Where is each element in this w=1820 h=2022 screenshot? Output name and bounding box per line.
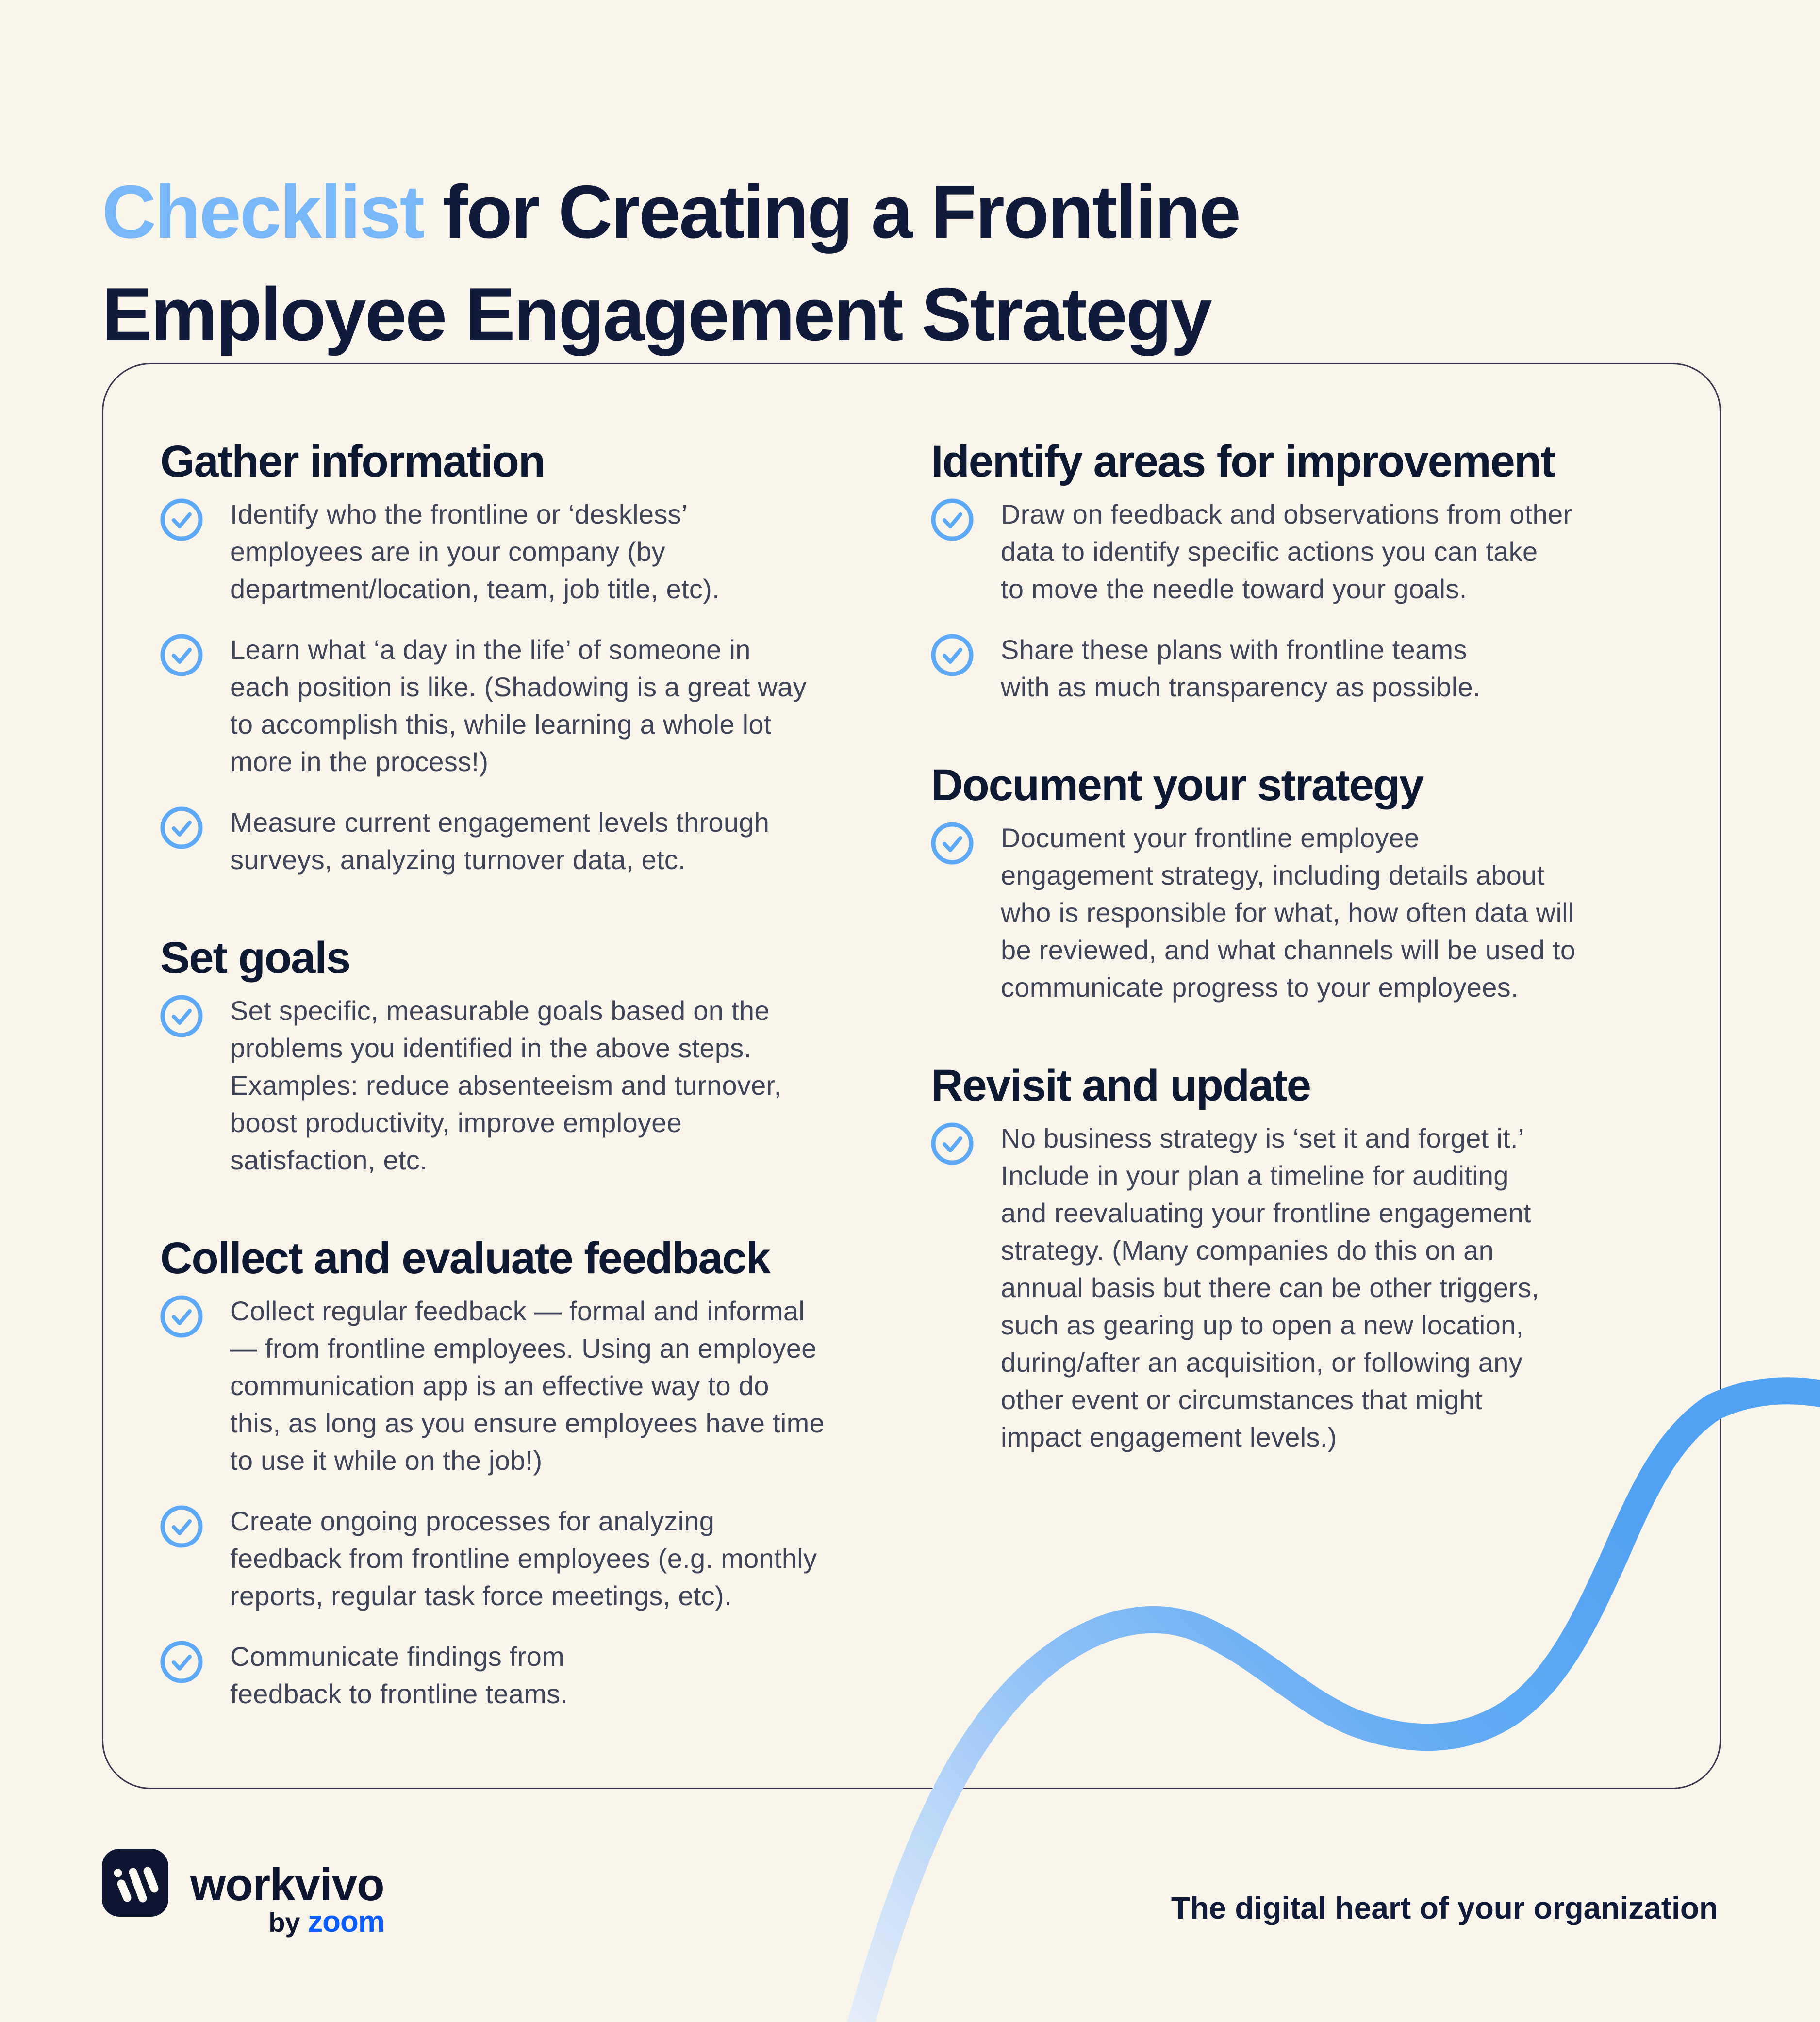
checklist-item-text: Measure current engagement levels throug… (230, 807, 770, 875)
check-circle-icon (931, 498, 974, 541)
title-line1-rest: for Creating a Frontline (423, 169, 1241, 254)
section-set-goals: Set goals Set specific, measurable goals… (160, 936, 888, 1179)
section-identify-improvement: Identify areas for improvement Draw on f… (931, 439, 1688, 706)
check-circle-icon (160, 1295, 203, 1338)
checklist-item: No business strategy is ‘set it and forg… (931, 1122, 1688, 1456)
checklist-item-text: Identify who the frontline or ‘deskless’… (230, 499, 720, 604)
checklist-item-text: Create ongoing processes for analyzing f… (230, 1506, 817, 1611)
checklist-item-text: Set specific, measurable goals based on … (230, 995, 782, 1175)
checklist-item-text: Draw on feedback and observations from o… (1001, 499, 1572, 604)
checklist-item: Share these plans with frontline teams w… (931, 634, 1688, 706)
checklist-column-right: Identify areas for improvement Draw on f… (931, 439, 1688, 1456)
section-document-strategy: Document your strategy Document your fro… (931, 763, 1688, 1006)
checklist-item: Document your frontline employee engagem… (931, 822, 1688, 1006)
workvivo-wordmark: workvivo (190, 1859, 384, 1910)
checklist-item: Create ongoing processes for analyzing f… (160, 1505, 888, 1614)
checklist-item-text: Share these plans with frontline teams w… (1001, 634, 1481, 702)
tagline: The digital heart of your organization (1171, 1890, 1718, 1925)
section-heading: Collect and evaluate feedback (160, 1233, 771, 1283)
checklist-item-text: Learn what ‘a day in the life’ of someon… (230, 634, 807, 777)
section-heading: Identify areas for improvement (931, 437, 1555, 486)
check-circle-icon (160, 634, 203, 676)
checklist-item-text: Communicate findings from feedback to fr… (230, 1641, 568, 1709)
section-heading: Set goals (160, 933, 351, 983)
checklist-column-left: Gather information Identify who the fron… (160, 439, 888, 1712)
section-heading: Revisit and update (931, 1061, 1311, 1110)
section-collect-feedback: Collect and evaluate feedback Collect re… (160, 1236, 888, 1712)
check-circle-icon (160, 498, 203, 541)
check-circle-icon (931, 822, 974, 865)
footer: workvivo by zoom The digital heart of yo… (0, 1786, 1820, 2022)
by-zoom-label: by zoom (190, 1905, 385, 1939)
zoom-wordmark: zoom (308, 1905, 385, 1939)
checklist-item-text: Document your frontline employee engagem… (1001, 822, 1576, 1003)
title-line2: Employee Engagement Strategy (102, 272, 1212, 356)
title-highlight: Checklist (102, 169, 425, 254)
checklist-item: Measure current engagement levels throug… (160, 806, 888, 878)
by-label: by (268, 1907, 308, 1938)
checklist-item-text: Collect regular feedback — formal and in… (230, 1296, 825, 1476)
checklist-item: Identify who the frontline or ‘deskless’… (160, 498, 888, 608)
checklist-item: Communicate findings from feedback to fr… (160, 1641, 888, 1712)
checklist-item: Learn what ‘a day in the life’ of someon… (160, 634, 888, 780)
checklist-item: Set specific, measurable goals based on … (160, 995, 888, 1179)
check-circle-icon (931, 634, 974, 676)
check-circle-icon (160, 995, 203, 1037)
section-gather-information: Gather information Identify who the fron… (160, 439, 888, 878)
check-circle-icon (160, 1641, 203, 1683)
section-revisit-update: Revisit and update No business strategy … (931, 1063, 1688, 1456)
section-heading: Gather information (160, 437, 546, 486)
check-circle-icon (931, 1122, 974, 1165)
check-circle-icon (160, 1505, 203, 1548)
section-heading: Document your strategy (931, 760, 1424, 810)
checklist-item-text: No business strategy is ‘set it and forg… (1001, 1123, 1539, 1452)
workvivo-logo-icon (102, 1849, 168, 1917)
checklist-item: Collect regular feedback — formal and in… (160, 1295, 888, 1479)
page-title: Checklist for Creating a Frontline Emplo… (102, 161, 1241, 366)
checklist-item: Draw on feedback and observations from o… (931, 498, 1688, 608)
check-circle-icon (160, 806, 203, 849)
